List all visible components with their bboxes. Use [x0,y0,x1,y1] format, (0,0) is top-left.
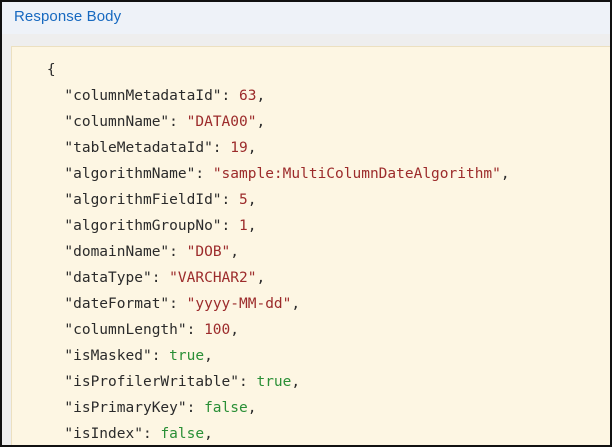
code-token-punc: : [221,192,239,208]
code-token-punc: , [230,322,240,338]
code-token-str: "VARCHAR2" [169,270,257,286]
code-line: "columnLength": 100, [12,317,610,343]
code-token-key: "domainName" [64,244,170,260]
code-line: "isPrimaryKey": false, [12,395,610,421]
code-token-punc: : [221,88,239,104]
code-token-key: "algorithmFieldId" [64,192,222,208]
code-token-str: "sample:MultiColumnDateAlgorithm" [212,166,501,182]
code-line: "tableMetadataId": 19, [12,135,610,161]
code-token-key: "isPrimaryKey" [64,400,187,416]
code-line: "domainName": "DOB", [12,239,610,265]
code-token-key: "algorithmName" [64,166,196,182]
code-token-punc: , [204,348,213,364]
code-token-punc: : [186,322,205,338]
code-line: "isProfilerWritable": true, [12,369,610,395]
code-token-key: "algorithmGroupNo" [64,218,222,234]
code-token-punc: , [247,218,257,234]
code-token-punc: : [169,296,187,312]
code-token-punc: , [256,114,266,130]
code-line: { [12,57,610,83]
code-line: "columnName": "DATA00", [12,109,610,135]
code-token-punc: { [46,62,56,78]
code-token-punc: : [212,140,231,156]
code-line: "dataType": "VARCHAR2", [12,265,610,291]
code-token-punc: , [256,88,266,104]
code-token-punc: , [256,270,266,286]
code-token-punc: , [230,244,240,260]
code-token-punc: : [169,114,187,130]
code-token-str: "DATA00" [186,114,257,130]
code-token-key: "tableMetadataId" [64,140,213,156]
code-token-punc: , [500,166,510,182]
code-token-num: 1 [239,218,248,234]
code-token-key: "dateFormat" [64,296,170,312]
code-line: "algorithmGroupNo": 1, [12,213,610,239]
json-code[interactable]: { "columnMetadataId": 63, "columnName": … [12,57,610,445]
code-token-str: "DOB" [186,244,231,260]
code-token-punc: , [247,192,257,208]
panel-header: Response Body [2,2,610,34]
code-line: "isMasked": true, [12,343,610,369]
code-token-bool: true [256,374,292,390]
panel-body: { "columnMetadataId": 63, "columnName": … [2,34,610,445]
code-token-punc: : [151,270,170,286]
code-token-bool: false [204,400,248,416]
code-token-num: 100 [204,322,231,338]
code-token-punc: : [186,400,205,416]
code-token-punc: : [169,244,187,260]
page-title: Response Body [14,8,122,25]
code-token-bool: true [169,348,205,364]
code-token-num: 63 [239,88,257,104]
code-token-str: "yyyy-MM-dd" [186,296,292,312]
code-token-num: 19 [230,140,248,156]
code-token-punc: : [151,348,170,364]
code-token-num: 5 [239,192,248,208]
code-token-punc: : [221,218,239,234]
code-token-key: "isIndex" [64,426,143,442]
code-line: "columnMetadataId": 63, [12,83,610,109]
code-line: "isIndex": false, [12,421,610,445]
code-token-key: "columnName" [64,114,170,130]
code-token-punc: , [247,140,257,156]
code-token-punc: , [291,296,301,312]
response-body-code-block[interactable]: { "columnMetadataId": 63, "columnName": … [11,46,610,445]
code-token-bool: false [160,426,205,442]
code-token-key: "columnLength" [64,322,187,338]
code-token-key: "columnMetadataId" [64,88,222,104]
code-token-punc: : [142,426,161,442]
code-line: "algorithmFieldId": 5, [12,187,610,213]
code-token-key: "isMasked" [64,348,152,364]
code-line: "dateFormat": "yyyy-MM-dd", [12,291,610,317]
code-line: "algorithmName": "sample:MultiColumnDate… [12,161,610,187]
code-token-key: "isProfilerWritable" [64,374,239,390]
code-token-key: "dataType" [64,270,152,286]
code-token-punc: , [247,400,257,416]
code-token-punc: : [195,166,213,182]
code-token-punc: , [291,374,301,390]
code-token-punc: , [204,426,213,442]
code-token-punc: : [239,374,257,390]
